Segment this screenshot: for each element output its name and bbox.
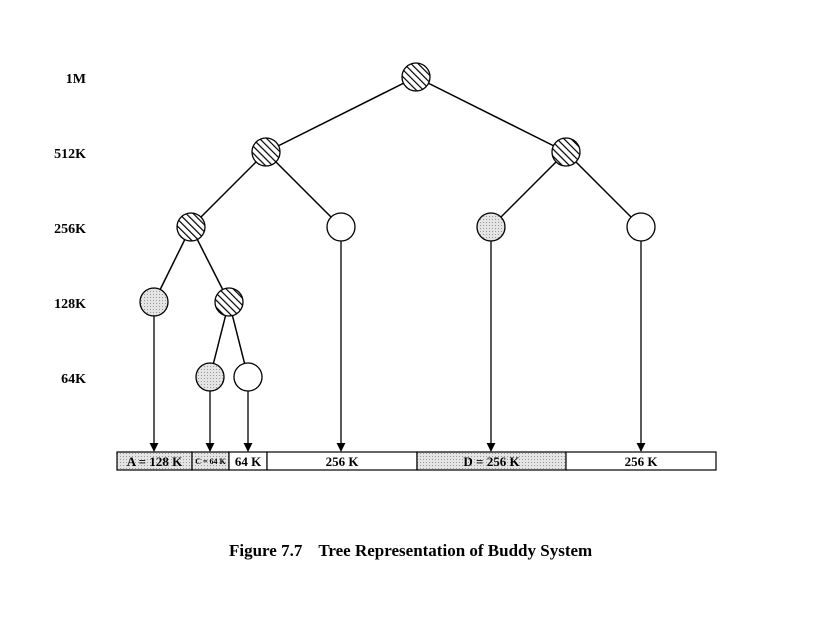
- block-256k-free-right: [565, 451, 717, 471]
- node-64k-allocated-c: [195, 362, 225, 392]
- block-label-d: D = 256 K: [463, 454, 520, 469]
- node-128k-allocated-a: [139, 287, 169, 317]
- edge-512a-256b: [265, 151, 342, 228]
- edge-root-right: [415, 76, 567, 153]
- node-256k-free: [326, 212, 356, 242]
- tree-edges: [153, 76, 642, 378]
- node-256k-split: [176, 212, 206, 242]
- block-label-a: A = 128 K: [127, 454, 183, 469]
- node-256k-free-right: [626, 212, 656, 242]
- level-label-256k: 256K: [54, 222, 86, 237]
- memory-blocks: A = 128 K C = 64 K 64 K 256 K D = 256 K …: [116, 451, 717, 471]
- level-label-512k: 512K: [54, 147, 86, 162]
- node-1m-split: [401, 62, 431, 92]
- block-label-64k: 64 K: [235, 454, 262, 469]
- figure-number: Figure 7.7: [229, 541, 303, 560]
- level-label-64k: 64K: [61, 372, 86, 387]
- block-label-c: C = 64 K: [195, 457, 226, 466]
- block-label-256k-left: 256 K: [326, 454, 360, 469]
- edge-512a-256a: [190, 151, 267, 228]
- block-arrows: [149, 241, 646, 452]
- edge-512b-256c: [490, 151, 567, 228]
- level-label-1m: 1M: [66, 72, 86, 87]
- node-256k-allocated-d: [476, 212, 506, 242]
- tree-nodes: [139, 62, 656, 392]
- figure-caption: Figure 7.7 Tree Representation of Buddy …: [229, 541, 592, 560]
- edge-512b-256d: [565, 151, 642, 228]
- edge-root-left: [265, 76, 417, 153]
- node-128k-split: [214, 287, 244, 317]
- node-512k-left-split: [251, 137, 281, 167]
- node-512k-right-split: [551, 137, 581, 167]
- block-label-256k-right: 256 K: [625, 454, 659, 469]
- node-64k-free: [233, 362, 263, 392]
- level-label-128k: 128K: [54, 297, 86, 312]
- figure-title: Tree Representation of Buddy System: [318, 541, 592, 560]
